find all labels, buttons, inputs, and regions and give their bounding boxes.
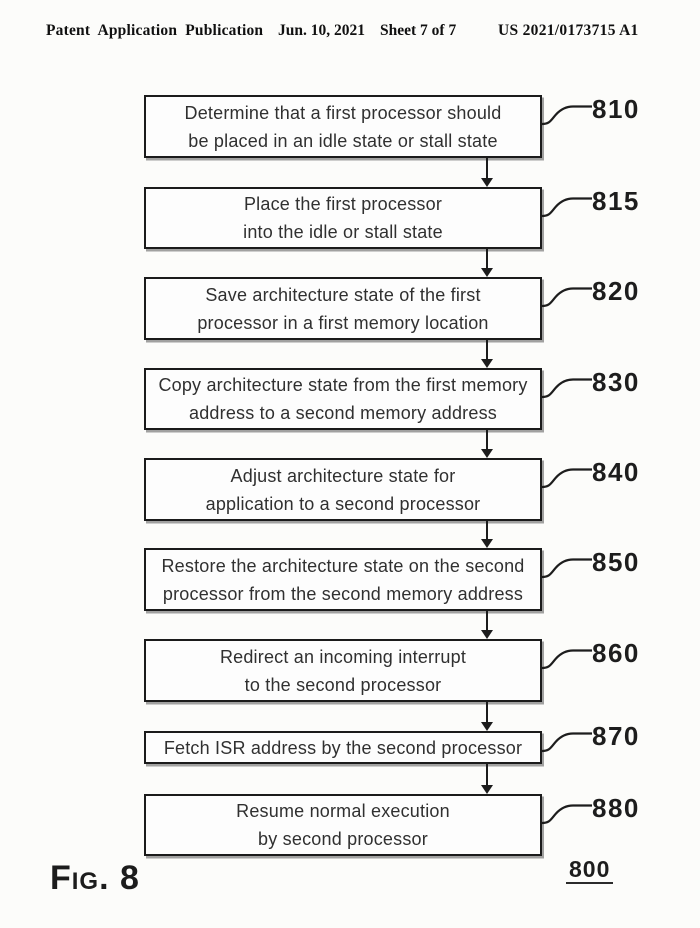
- flow-step-840: Adjust architecture state for applicatio…: [144, 458, 638, 521]
- down-arrow-icon: [481, 521, 493, 548]
- leader-line: [541, 558, 592, 579]
- flow-box: Resume normal execution by second proces…: [144, 794, 542, 856]
- date-sheet-group: Jun. 10, 2021 Sheet 7 of 7: [278, 22, 456, 40]
- leader-line: [541, 732, 592, 753]
- flow-box-label: Resume normal execution by second proces…: [236, 801, 450, 849]
- flow-box-label: Save architecture state of the first pro…: [197, 284, 489, 333]
- down-arrow-icon: [481, 430, 493, 458]
- reference-numeral: 860: [592, 638, 640, 668]
- reference-numeral: 810: [592, 94, 640, 124]
- flow-box-label: Redirect an incoming interrupt to the se…: [219, 646, 467, 695]
- leader-line: [541, 105, 592, 126]
- flow-box-label: Place the first processor into the idle …: [243, 194, 443, 242]
- page-header: Patent Application Publication Jun. 10, …: [46, 22, 654, 44]
- flow-step-815: Place the first processor into the idle …: [144, 187, 638, 249]
- flow-box: Adjust architecture state for applicatio…: [144, 458, 542, 521]
- document-number: US 2021/0173715 A1: [498, 22, 639, 39]
- flow-box: Determine that a first processor should …: [144, 95, 542, 158]
- flow-box: Save architecture state of the first pro…: [144, 277, 542, 340]
- reference-numeral: 870: [592, 721, 640, 751]
- flow-box-label: Fetch ISR address by the second processo…: [163, 737, 523, 758]
- flow-step-880: Resume normal execution by second proces…: [144, 794, 638, 856]
- flow-box: Fetch ISR address by the second processo…: [144, 731, 542, 764]
- publication-label: Patent Application Publication: [46, 22, 264, 39]
- reference-numeral: 850: [592, 547, 640, 577]
- reference-numeral: 880: [592, 793, 640, 823]
- reference-numeral: 840: [592, 457, 640, 487]
- leader-line: [541, 468, 592, 489]
- flow-box-label: Adjust architecture state for applicatio…: [205, 465, 481, 514]
- flow-step-820: Save architecture state of the first pro…: [144, 277, 638, 340]
- down-arrow-icon: [481, 158, 493, 187]
- flow-box: Redirect an incoming interrupt to the se…: [144, 639, 542, 702]
- flowchart: Determine that a first processor should …: [144, 0, 638, 928]
- leader-line: [541, 378, 592, 399]
- flow-box-label: Determine that a first processor should …: [184, 102, 502, 151]
- leader-line: [541, 287, 592, 308]
- flow-box: Copy architecture state from the first m…: [144, 368, 542, 430]
- reference-numeral: 830: [592, 367, 640, 397]
- flow-box-label: Restore the architecture state on the se…: [161, 555, 525, 604]
- flow-step-810: Determine that a first processor should …: [144, 95, 638, 158]
- diagram-number: 800: [566, 857, 614, 884]
- flow-step-850: Restore the architecture state on the se…: [144, 548, 638, 611]
- reference-numeral: 815: [592, 186, 640, 216]
- leader-line: [541, 804, 592, 825]
- leader-line: [541, 197, 592, 218]
- leader-line: [541, 649, 592, 670]
- reference-numeral: 820: [592, 276, 640, 306]
- down-arrow-icon: [481, 702, 493, 731]
- flow-step-860: Redirect an incoming interrupt to the se…: [144, 639, 638, 702]
- flow-box-label: Copy architecture state from the first m…: [158, 375, 528, 423]
- flow-step-870: Fetch ISR address by the second processo…: [144, 723, 638, 764]
- figure-label: Fig. 8: [50, 859, 140, 897]
- flow-step-830: Copy architecture state from the first m…: [144, 368, 638, 430]
- down-arrow-icon: [481, 340, 493, 368]
- down-arrow-icon: [481, 764, 493, 794]
- flow-box: Restore the architecture state on the se…: [144, 548, 542, 611]
- sheet-number: Sheet 7 of 7: [380, 22, 457, 39]
- down-arrow-icon: [481, 249, 493, 277]
- flow-box: Place the first processor into the idle …: [144, 187, 542, 249]
- publication-date: Jun. 10, 2021: [278, 22, 365, 39]
- down-arrow-icon: [481, 611, 493, 639]
